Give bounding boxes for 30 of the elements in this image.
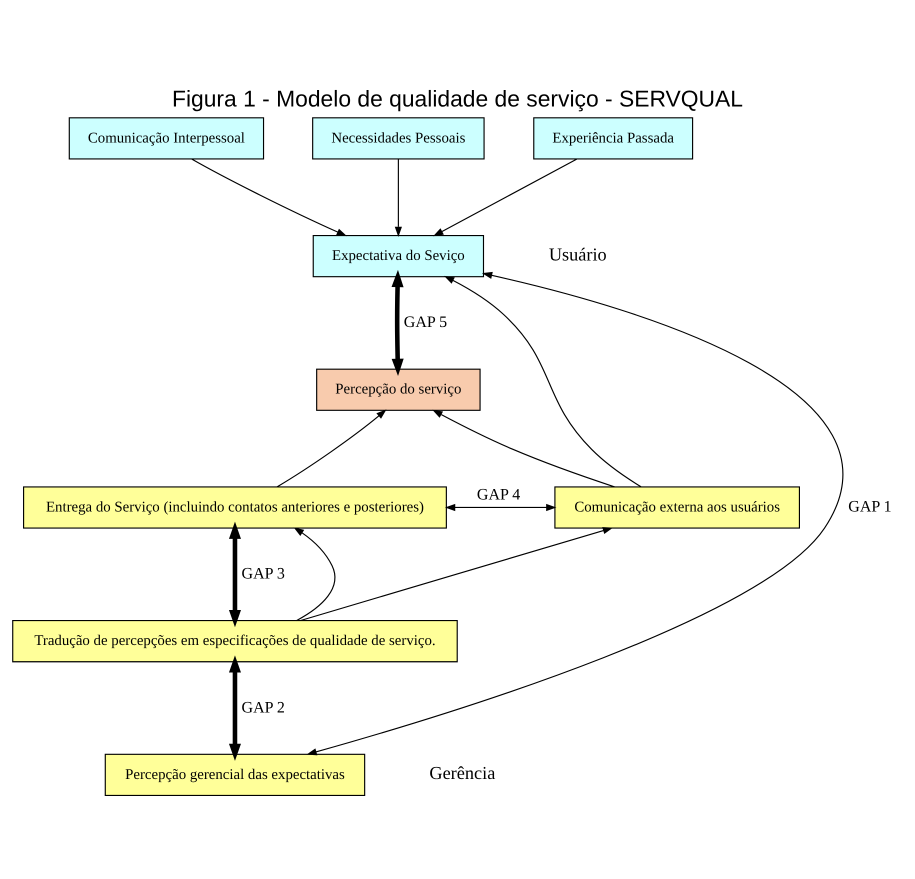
arrow bbox=[192, 158, 347, 236]
node-box: Comunicação externa aos usuários bbox=[554, 486, 800, 529]
arrow bbox=[432, 410, 615, 488]
arrow bbox=[228, 655, 241, 761]
arrow bbox=[444, 504, 556, 512]
label: Usuário bbox=[548, 244, 607, 264]
edge-label: GAP 4 bbox=[476, 486, 520, 504]
arrow bbox=[394, 159, 402, 238]
edge-label: GAP 1 bbox=[848, 498, 892, 516]
arrow bbox=[444, 276, 642, 488]
arrow bbox=[392, 270, 404, 376]
arrow bbox=[300, 527, 614, 622]
arrow bbox=[228, 522, 241, 628]
node-box: Tradução de percepções em especificações de qualidade de serviço. bbox=[12, 620, 458, 662]
edge-label: GAP 2 bbox=[242, 699, 285, 716]
label: Gerência bbox=[429, 763, 496, 784]
node-box: Percepção gerencial das expectativas bbox=[104, 754, 366, 796]
arrow bbox=[433, 158, 578, 236]
edge-label: GAP 5 bbox=[404, 314, 448, 332]
edge-label: GAP 3 bbox=[242, 566, 285, 583]
node-box: Percepção do serviço bbox=[316, 368, 481, 411]
arrow bbox=[276, 409, 387, 488]
node-box: Entrega do Serviço (incluindo contatos anteriores e posteriores) bbox=[23, 486, 447, 529]
node-box: Expectativa do Seviço bbox=[312, 234, 484, 278]
arrow bbox=[306, 272, 843, 756]
arrow bbox=[294, 527, 336, 622]
node-box: Necessidades Pessoais bbox=[312, 117, 485, 160]
node-box: Experiência Passada bbox=[533, 117, 694, 160]
node-box: Comunicação Interpessoal bbox=[68, 117, 264, 160]
diagram-title: Figura 1 - Modelo de qualidade de serviço - SERVQUAL bbox=[172, 85, 743, 112]
